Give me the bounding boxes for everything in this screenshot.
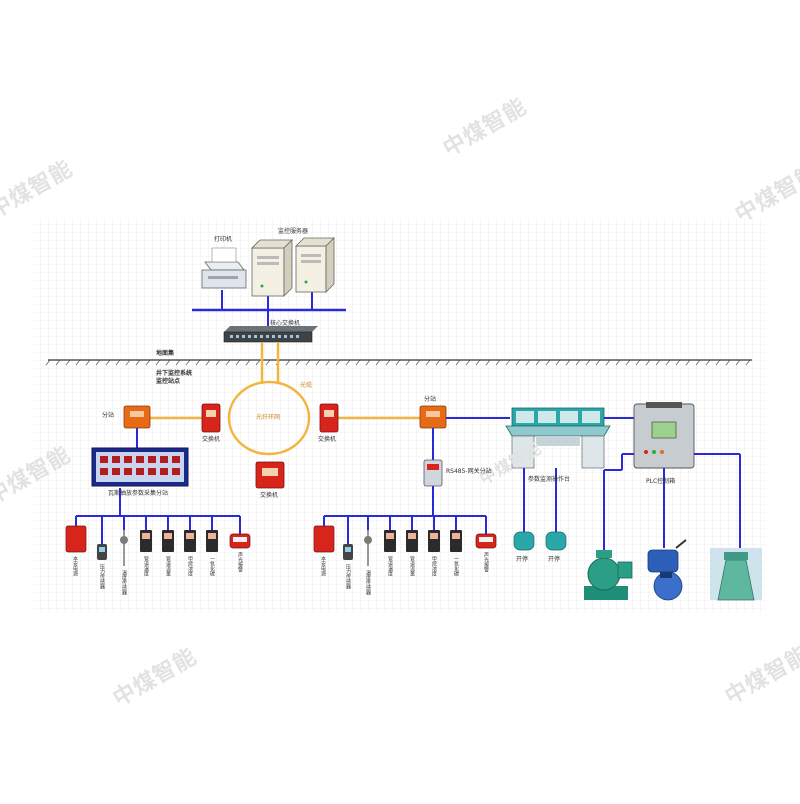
converter-icon — [424, 460, 442, 486]
station-right-icon — [420, 406, 446, 428]
fiber-label: 光缆 — [300, 382, 312, 389]
converter-label: RS485-网关分站 — [446, 468, 492, 475]
sensor-label: 本安电源 — [72, 556, 78, 576]
station-right-label: 分站 — [424, 396, 436, 403]
servers-label: 监控服务器 — [278, 228, 308, 235]
ground-label: 地面集 — [156, 350, 174, 357]
sensor-label: 温度传感器 — [365, 570, 371, 595]
panel-label: 瓦斯抽放参数采集分站 — [108, 490, 168, 497]
sensor-label: 甲烷浓度 — [187, 556, 193, 576]
pump-label: 开停 — [516, 556, 528, 563]
pump-label-2: 开停 — [548, 556, 560, 563]
printer-label: 打印机 — [214, 236, 232, 243]
server-icon-1 — [252, 240, 292, 296]
sensor-label: 管道温度 — [143, 556, 149, 576]
sensor-label: 声光报警 — [483, 552, 489, 572]
sensor-label: 一氧化碳 — [453, 556, 459, 576]
switch-bottom-label: 交换机 — [260, 492, 278, 499]
display-panel-icon — [92, 448, 188, 486]
station-left-icon — [124, 406, 150, 428]
sensor-label: 管道流量 — [409, 556, 415, 576]
plc-label: PLC控制箱 — [646, 478, 675, 485]
switch-bottom-icon — [256, 462, 284, 488]
sensor-label: 管道温度 — [387, 556, 393, 576]
sensor-label: 声光报警 — [237, 552, 243, 572]
ring-label: 光纤环网 — [256, 414, 280, 421]
cooling-tower-icon — [710, 548, 762, 600]
server-icon-2 — [296, 238, 334, 292]
console-label: 参数监测操作台 — [528, 476, 570, 483]
core-switch-label: 核心交换机 — [270, 320, 300, 327]
underground-title: 井下监控系统 — [156, 370, 192, 377]
switch-right-icon — [320, 404, 338, 432]
station-left-label: 分站 — [102, 412, 114, 419]
sensor-label: 管道流量 — [165, 556, 171, 576]
sensor-label: 本安电源 — [320, 556, 326, 576]
sensor-label: 一氧化碳 — [209, 556, 215, 576]
sensor-label: 压力传感器 — [345, 564, 351, 589]
underground-subtitle: 监控站点 — [156, 378, 180, 385]
switch-left-label: 交换机 — [202, 436, 220, 443]
core-switch-icon — [224, 326, 318, 342]
plc-cabinet-icon — [634, 402, 694, 468]
switch-right-label: 交换机 — [318, 436, 336, 443]
switch-left-icon — [202, 404, 220, 432]
sensor-label: 甲烷浓度 — [431, 556, 437, 576]
sensor-label: 温度传感器 — [121, 570, 127, 595]
sensor-label: 压力传感器 — [99, 564, 105, 589]
